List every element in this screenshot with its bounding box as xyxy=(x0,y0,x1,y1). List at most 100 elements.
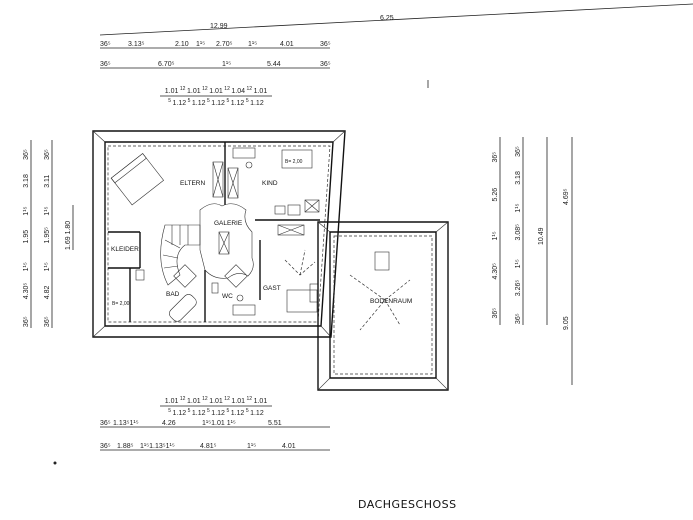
bodenraum-annex: BODENRAUM xyxy=(317,221,449,391)
dim-label: 1.95⁵ xyxy=(44,227,51,244)
dim-label: 4.30⁵ xyxy=(23,283,30,300)
room-eltern: ELTERN xyxy=(180,180,205,187)
dim-label: 36⁵ xyxy=(23,316,30,327)
dim-label: 3.08⁵ xyxy=(515,224,522,241)
room-wc: WC xyxy=(222,293,233,300)
dim-label: 36⁵ xyxy=(515,146,522,157)
dim-label: 6.70⁵ xyxy=(158,61,175,68)
dim-label: 1¹⁵ xyxy=(196,41,205,48)
dim-label: 1.01 xyxy=(187,398,201,405)
dim-label: 1¹⁵ xyxy=(44,206,51,215)
dim-label: 1¹⁵ xyxy=(222,61,231,68)
dim-label: 1.69 1.80 xyxy=(65,221,72,250)
dim-label: 4.01 xyxy=(282,443,296,450)
dim-label: 5 xyxy=(227,98,230,104)
dim-label: 1¹⁵1.13⁵1¹⁵ xyxy=(140,443,175,450)
dim-label: 5 xyxy=(207,408,210,414)
dim-label: 12 xyxy=(247,396,253,402)
dim-label: 1¹⁵1.01 1¹⁵ xyxy=(202,420,236,427)
dim-label: 36⁵ xyxy=(44,149,51,160)
dim-label: 36⁵ xyxy=(100,443,111,450)
dim-label: 36⁵ xyxy=(100,41,111,48)
dim-label: 3.18 xyxy=(515,171,522,185)
dim-label: 3.26⁵ xyxy=(515,280,522,297)
dim-label: 1¹⁵ xyxy=(23,206,30,215)
room-bodenraum: BODENRAUM xyxy=(370,298,412,305)
dim-label: 5 xyxy=(168,98,171,104)
dim-label: 12 xyxy=(224,86,230,92)
dim-label: 36⁵ xyxy=(515,313,522,324)
right-dimensions: 36⁵ 4.30⁵ 1¹⁵ 5.26 36⁵ 36⁵ 3.26⁵ 1¹⁵ 3.08⁵ 1¹⁵ 3.1… xyxy=(492,137,573,385)
dim-label: 1.12 xyxy=(192,100,206,107)
top-dimensions: 12.99 6.25 36⁵ 3.13⁵ 2.10 1¹⁵ 2.70⁵ 1¹⁵ … xyxy=(99,3,693,107)
note-kind: B= 2,00 xyxy=(285,159,303,165)
dim-label: 3.18 xyxy=(23,174,30,188)
plan-title: DACHGESCHOSS xyxy=(358,498,457,511)
room-galerie: GALERIE xyxy=(214,220,243,227)
dim-label: 36⁵ xyxy=(492,152,499,163)
dim-label: 5 xyxy=(188,408,191,414)
dim-label: 5 xyxy=(227,408,230,414)
dim-label: 1.01 xyxy=(165,88,179,95)
dim-label: 12 xyxy=(202,396,208,402)
room-gast: GAST xyxy=(263,285,281,292)
dim-label: 12 xyxy=(180,86,186,92)
dim-label: 1.01 xyxy=(254,398,268,405)
dim-label: 6.25 xyxy=(380,15,394,22)
dim-label: 5 xyxy=(188,98,191,104)
dim-label: 1¹⁵ xyxy=(44,262,51,271)
dim-label: 1.12 xyxy=(250,410,264,417)
room-kleider: KLEIDER xyxy=(111,246,139,253)
dim-label: 1¹⁵ xyxy=(515,203,522,212)
dim-label: 4.30⁵ xyxy=(492,263,499,280)
note-bad: B= 2,00 xyxy=(112,301,130,307)
main-house: ELTERN KIND GALERIE KLEIDER BAD WC GAST … xyxy=(92,130,346,338)
dim-label: 36⁵ xyxy=(100,61,111,68)
dim-label: 36⁵ xyxy=(320,61,331,68)
dim-label: 3.11 xyxy=(44,175,51,188)
dim-label: 1.12 xyxy=(250,100,264,107)
dim-label: 5.26 xyxy=(492,188,499,202)
dim-label: 5.51 xyxy=(268,420,282,427)
dim-label: 12 xyxy=(247,86,253,92)
dim-label: 1.12 xyxy=(211,410,225,417)
dim-label: 4.69⁵ xyxy=(563,188,570,205)
dim-label: 1¹⁵ xyxy=(492,231,499,240)
left-dimensions: 36⁵4.30⁵1¹⁵1.951¹⁵3.1836⁵36⁵4.821¹⁵1.95⁵… xyxy=(23,140,74,328)
dim-label: 1¹⁵ xyxy=(248,41,257,48)
dim-label: 1.01 xyxy=(209,88,223,95)
dim-label: 1¹⁵ xyxy=(515,259,522,268)
dim-label: 5 xyxy=(207,98,210,104)
dim-label: 5 xyxy=(246,408,249,414)
dim-label: 1.01 xyxy=(187,88,201,95)
dim-label: 1.04 xyxy=(231,88,245,95)
dim-label: 5 xyxy=(246,98,249,104)
dim-label: 9.05 xyxy=(563,316,570,330)
dim-label: 10.49 xyxy=(538,227,545,245)
dim-label: 1¹⁵ xyxy=(247,443,256,450)
dim-label: 1.12 xyxy=(231,100,245,107)
dim-label: 2.70⁵ xyxy=(216,41,233,48)
dim-label: 1.12 xyxy=(173,410,187,417)
dim-label: 5 xyxy=(168,408,171,414)
dim-label: 1.01 xyxy=(254,88,268,95)
dim-label: 1.01 xyxy=(231,398,245,405)
dim-label: 4.82 xyxy=(44,285,51,299)
dim-label: 2.10 xyxy=(175,41,189,48)
room-bad: BAD xyxy=(166,291,180,298)
dim-label: 12 xyxy=(224,396,230,402)
dim-label: 1.13⁵1¹⁵ xyxy=(113,420,139,427)
dim-label: 1.12 xyxy=(192,410,206,417)
dim-label: 3.13⁵ xyxy=(128,41,145,48)
room-kind: KIND xyxy=(262,180,278,187)
dim-label: 12 xyxy=(202,86,208,92)
dim-label: 4.26 xyxy=(162,420,176,427)
dim-label: 1.95 xyxy=(23,230,30,244)
dim-label: 12 xyxy=(180,396,186,402)
